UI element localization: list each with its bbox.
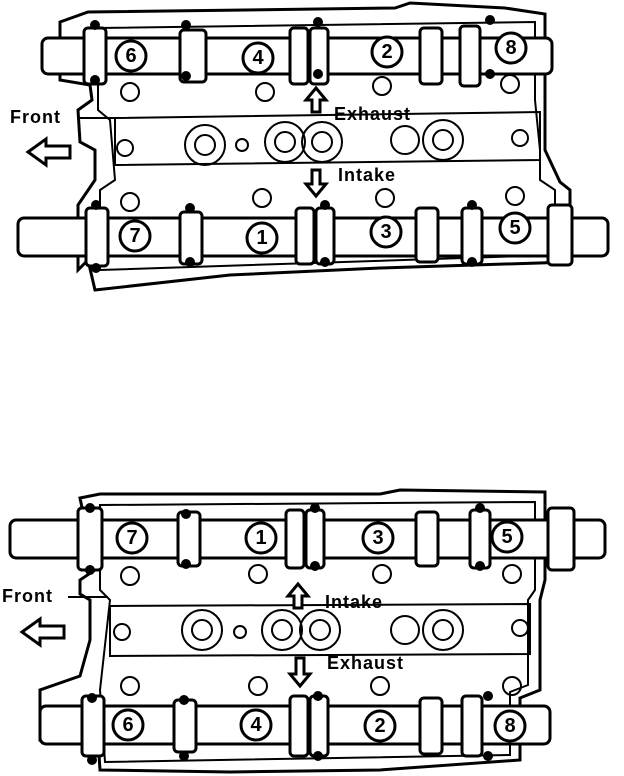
bearing-cap-number-text: 2 [374, 715, 385, 737]
bearing-cap-number [490, 520, 524, 554]
bearing-cap-number-text: 1 [255, 527, 266, 549]
bearing-cap-number-text: 5 [501, 526, 512, 548]
spark-plug-bores [114, 74, 541, 212]
upper-camshaft [8, 503, 607, 575]
bearing-cap-number-text: 5 [509, 217, 520, 239]
upper-bearing-labels: 6 4 2 8 [114, 31, 528, 75]
bearing-cap-number [369, 215, 403, 249]
lower-bearing-labels: 7 1 3 5 [118, 211, 532, 255]
bearing-cap-number-text: 6 [125, 45, 136, 67]
bearing-cap-number-text: 6 [122, 714, 133, 736]
upper-camshaft-label: Exhaust [334, 104, 411, 124]
bearing-cap-number-text: 4 [252, 47, 264, 69]
up-arrow-icon [302, 85, 330, 114]
bearing-cap-number-text: 8 [504, 715, 515, 737]
spark-plug-bores [109, 564, 531, 696]
lower-camshaft-label: Exhaust [327, 653, 404, 673]
bearing-cap-number-text: 2 [381, 41, 392, 63]
lower-camshaft [38, 691, 552, 765]
bearing-cap-number-text: 3 [372, 527, 383, 549]
bearing-cap-number [498, 211, 532, 245]
diagram-bottom: 7 1 3 5 [2, 488, 607, 774]
bearing-cap-number [494, 31, 528, 65]
bearing-cap-number [370, 35, 404, 69]
bearing-cap-number [115, 521, 149, 555]
bearing-cap-number-text: 1 [256, 227, 267, 249]
upper-bearing-labels: 7 1 3 5 [115, 520, 524, 555]
front-arrow-icon [19, 616, 66, 648]
bearing-cap-number [241, 41, 275, 75]
bearing-cap-number [245, 221, 279, 255]
bearing-cap-number [118, 219, 152, 253]
bearing-cap-number [244, 521, 278, 555]
bearing-cap-number [114, 39, 148, 73]
bearing-cap-number-text: 4 [250, 714, 262, 736]
cylinder-head-outline [58, 1, 572, 292]
front-label: Front [10, 107, 61, 127]
front-arrow-icon [25, 136, 72, 168]
up-arrow-icon [284, 581, 312, 610]
down-arrow-icon [302, 168, 330, 199]
bearing-cap-number-text: 3 [380, 221, 391, 243]
bearing-cap-number-text: 7 [129, 225, 140, 247]
upper-camshaft [40, 15, 554, 88]
down-arrow-icon [286, 656, 314, 689]
bearing-cap-number [361, 521, 395, 555]
front-label: Front [2, 586, 53, 606]
lower-bearing-labels: 6 4 2 8 [111, 708, 527, 743]
lower-camshaft-label: Intake [338, 165, 396, 185]
bearing-cap-number [239, 708, 273, 742]
bearing-cap-number-text: 8 [505, 37, 516, 59]
lower-camshaft [16, 200, 610, 273]
bearing-cap-number-text: 7 [126, 527, 137, 549]
bearing-cap-number [493, 709, 527, 743]
bearing-cap-number [363, 709, 397, 743]
diagram-top: 6 4 2 8 [10, 1, 610, 292]
upper-camshaft-label: Intake [325, 592, 383, 612]
bearing-cap-number [111, 708, 145, 742]
